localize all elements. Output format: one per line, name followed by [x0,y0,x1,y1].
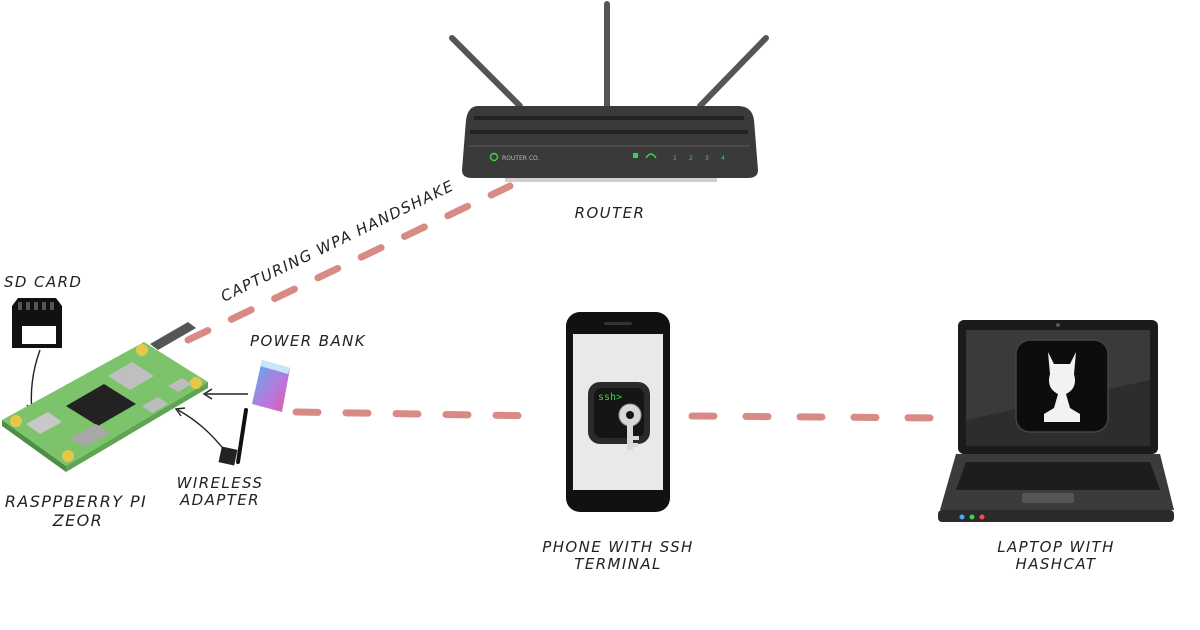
laptop-label-line2: HASHCAT [1016,555,1097,573]
laptop-icon [938,320,1174,522]
router-port-1: 1 [673,155,677,162]
link-pi-to-phone [292,408,544,420]
hashcat-app-icon [1015,339,1109,433]
sd-card-label: SD CARD [4,273,82,291]
router-port-2: 2 [689,155,693,162]
router-port-3: 3 [705,155,709,162]
router-brand: ROUTER CO. [502,155,539,162]
key-icon [618,403,642,450]
wireless-label-line2: ADAPTER [179,491,260,509]
router-icon: ROUTER CO. 1 2 3 4 [449,1,769,182]
phone-label-line2: TERMINAL [574,555,661,573]
router-port-4: 4 [721,155,725,162]
pi-label-line1: RASPPBERRY PI [5,492,147,511]
link-phone-to-laptop [688,412,944,422]
phone-icon: ssh> [566,312,670,512]
raspberry-pi-board-icon [2,322,208,472]
phone-label-line1: PHONE WITH SSH [542,538,693,556]
router-label: ROUTER [575,204,646,222]
capturing-handshake-label: CAPTURING WPA HANDSHAKE [218,177,457,306]
pi-label-line2: ZEOR [52,511,103,530]
wireless-adapter-icon [218,408,248,466]
wireless-adapter-pointer [177,409,227,453]
power-bank-label: POWER BANK [250,332,366,350]
laptop-label-line1: LAPTOP WITH [997,538,1115,556]
sd-card-icon [12,298,62,348]
link-pi-to-router [184,182,514,344]
power-bank-icon [252,360,290,412]
wireless-label-line1: WIRELESS [177,474,264,492]
ssh-prompt: ssh> [598,392,622,403]
